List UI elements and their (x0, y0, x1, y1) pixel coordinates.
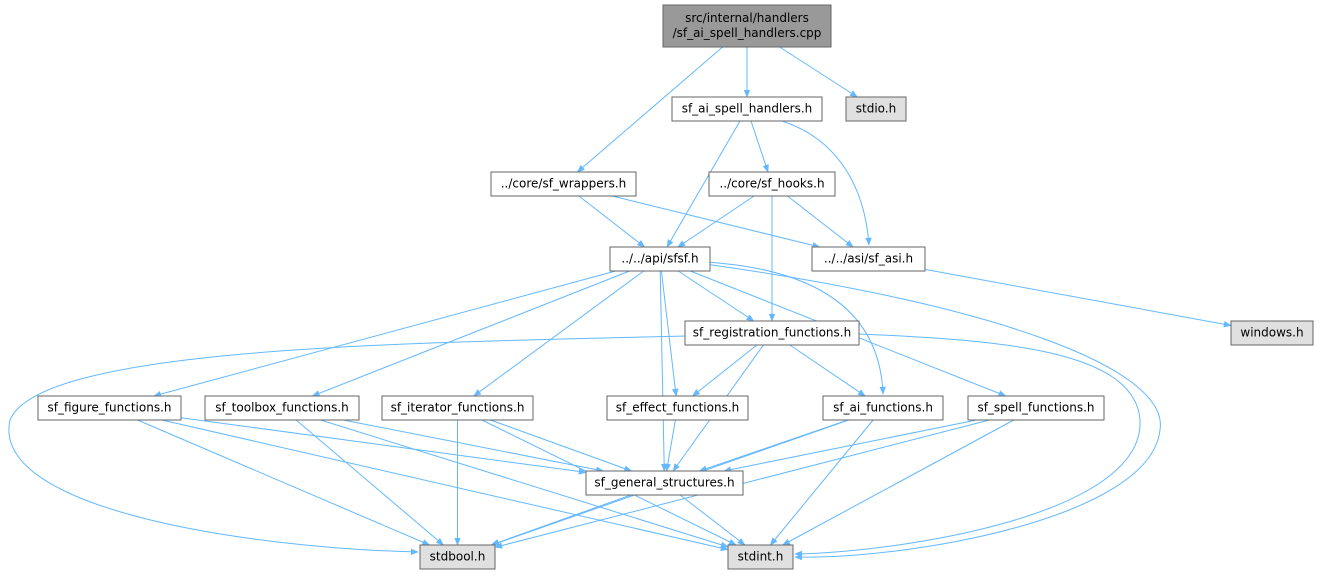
edge-sf_toolbox_functions_h-to-sf_general_structures_h (343, 419, 605, 473)
edge-sf_toolbox_functions_h-to-stdint_h (320, 419, 729, 548)
node-sf-hooks-h[interactable]: ../core/sf_hooks.h (708, 171, 836, 197)
edge-sf_ai_spell_handlers_h-to-sf_hooks_h (750, 120, 769, 173)
node-label: stdint.h (738, 550, 784, 564)
edge-sfsf_h-to-sf_iterator_functions_h (473, 270, 644, 397)
node-sf-ai-spell-handlers-h[interactable]: sf_ai_spell_handlers.h (671, 96, 823, 122)
node-box (662, 4, 832, 48)
node-label: /sf_ai_spell_handlers.cpp (673, 26, 822, 40)
node-box (671, 96, 823, 122)
node-windows-h: windows.h (1230, 320, 1314, 346)
node-label: ../../api/sfsf.h (621, 252, 698, 266)
nodes-layer: src/internal/handlers/sf_ai_spell_handle… (37, 4, 1314, 570)
edges-layer (8, 46, 1232, 561)
node-root[interactable]: src/internal/handlers/sf_ai_spell_handle… (662, 4, 832, 48)
node-label: sf_toolbox_functions.h (215, 401, 349, 415)
node-label: sf_ai_spell_handlers.h (682, 102, 813, 116)
edge-sf_general_structures_h-to-stdbool_h (490, 494, 632, 546)
node-label: ../../asi/sf_asi.h (824, 252, 913, 266)
edge-sf_registration_functions_h-to-sf_ai_functions_h (789, 344, 866, 397)
node-sf-figure-functions-h[interactable]: sf_figure_functions.h (37, 395, 182, 421)
node-box (967, 395, 1105, 421)
node-box (609, 246, 711, 272)
edge-sfsf_h-to-sf_general_structures_h (659, 270, 668, 472)
edge-sf_hooks_h-to-sfsf_h (677, 195, 755, 248)
edge-sf_effect_functions_h-to-sf_general_structures_h (664, 419, 676, 472)
edge-sf_ai_spell_handlers_h-to-sfsf_h (666, 120, 741, 248)
node-box (606, 395, 749, 421)
edge-sfsf_h-to-sf_effect_functions_h (660, 270, 679, 397)
node-label: stdbool.h (430, 550, 486, 564)
node-sf-asi-h[interactable]: ../../asi/sf_asi.h (811, 246, 926, 272)
node-sf-wrappers-h[interactable]: ../core/sf_wrappers.h (490, 171, 637, 197)
edge-sf_wrappers_h-to-sfsf_h (578, 195, 646, 248)
node-label: sf_effect_functions.h (616, 401, 740, 415)
node-box (1230, 320, 1314, 346)
node-sf-iterator-functions-h[interactable]: sf_iterator_functions.h (381, 395, 534, 421)
node-box (490, 171, 637, 197)
edge-sf_figure_functions_h-to-stdbool_h (137, 419, 431, 546)
edge-sfsf_h-to-sf_toolbox_functions_h (311, 270, 630, 397)
node-sf-general-structures-h[interactable]: sf_general_structures.h (585, 470, 744, 496)
node-label: stdio.h (856, 102, 896, 116)
edge-sf_spell_functions_h-to-stdint_h (781, 419, 1015, 546)
edge-sf_figure_functions_h-to-stdint_h (161, 419, 729, 552)
node-sf-ai-functions-h[interactable]: sf_ai_functions.h (822, 395, 944, 421)
edge-sf_general_structures_h-to-stdint_h (679, 494, 746, 546)
node-box (727, 544, 794, 570)
node-box (811, 246, 926, 272)
node-label: src/internal/handlers (685, 11, 809, 25)
edge-sfsf_h-to-sf_figure_functions_h (153, 270, 616, 398)
edge-sf_spell_functions_h-to-sf_general_structures_h (723, 419, 977, 473)
edge-sf_figure_functions_h-to-sf_general_structures_h (180, 417, 587, 475)
edge-sf_asi_h-to-windows_h (924, 268, 1232, 328)
edge-sf_ai_functions_h-to-stdint_h (769, 419, 874, 546)
node-box (37, 395, 182, 421)
node-box (381, 395, 534, 421)
node-label: sf_iterator_functions.h (391, 401, 525, 415)
node-stdint-h: stdint.h (727, 544, 794, 570)
node-box (708, 171, 836, 197)
node-box (419, 544, 496, 570)
node-stdio-h: stdio.h (845, 96, 907, 122)
edge-sfsf_h-to-stdint_h (704, 263, 1161, 561)
node-stdbool-h: stdbool.h (419, 544, 496, 570)
node-label: ../core/sf_wrappers.h (501, 177, 627, 191)
node-sfsf-h[interactable]: ../../api/sfsf.h (609, 246, 711, 272)
node-label: sf_registration_functions.h (693, 326, 851, 340)
edge-root-to-sf_wrappers_h (576, 46, 723, 173)
edge-sf_ai_spell_handlers_h-to-sf_asi_h (781, 120, 872, 246)
node-sf-spell-functions-h[interactable]: sf_spell_functions.h (967, 395, 1105, 421)
node-box (684, 320, 860, 346)
node-label: sf_general_structures.h (594, 476, 734, 490)
node-label: sf_spell_functions.h (977, 401, 1094, 415)
node-sf-toolbox-functions-h[interactable]: sf_toolbox_functions.h (204, 395, 360, 421)
edge-root-to-stdio_h (779, 46, 858, 98)
edge-sf_hooks_h-to-sf_asi_h (787, 195, 854, 248)
node-label: windows.h (1240, 326, 1303, 340)
edge-sfsf_h-to-sf_ai_functions_h (705, 261, 886, 395)
node-sf-effect-functions-h[interactable]: sf_effect_functions.h (606, 395, 749, 421)
node-label: sf_figure_functions.h (47, 401, 171, 415)
node-box (822, 395, 944, 421)
node-box (845, 96, 907, 122)
node-label: sf_ai_functions.h (833, 401, 933, 415)
node-label: ../core/sf_hooks.h (719, 177, 824, 191)
edge-sf_toolbox_functions_h-to-stdbool_h (295, 419, 445, 546)
node-box (204, 395, 360, 421)
node-box (585, 470, 744, 496)
edge-sfsf_h-to-sf_registration_functions_h (677, 270, 755, 322)
node-sf-registration-functions-h[interactable]: sf_registration_functions.h (684, 320, 860, 346)
edge-sf_registration_functions_h-to-stdbool_h (8, 335, 687, 556)
edge-sf_registration_functions_h-to-sf_effect_functions_h (691, 344, 758, 397)
edge-sf_registration_functions_h-to-stdint_h (794, 333, 1141, 558)
edge-sf_iterator_functions_h-to-sf_general_structures_h (490, 419, 633, 472)
